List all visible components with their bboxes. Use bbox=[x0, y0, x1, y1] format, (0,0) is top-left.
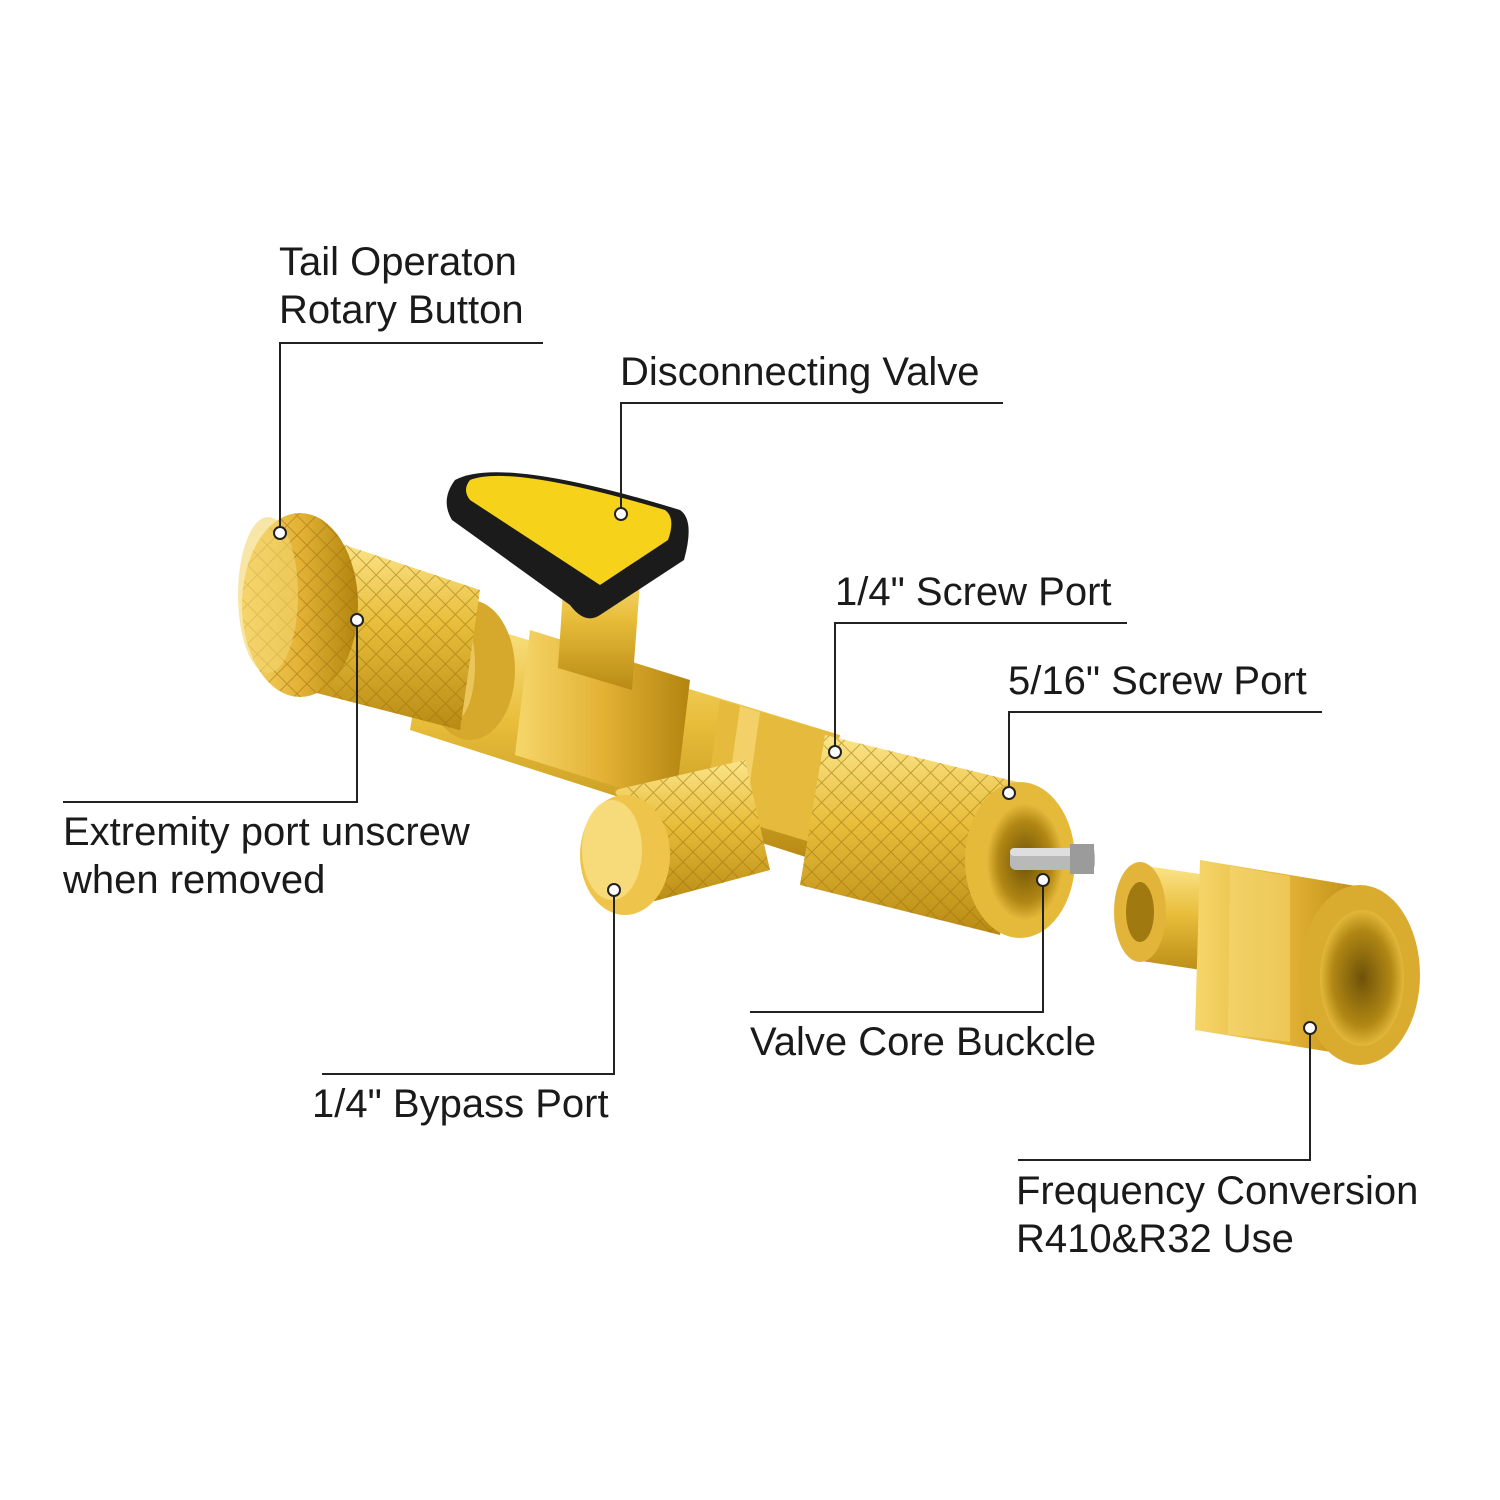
leader-screw-port-quarter bbox=[834, 622, 1127, 752]
label-tail-button-line2: Rotary Button bbox=[279, 288, 524, 332]
leader-frequency-conversion bbox=[1018, 1028, 1311, 1161]
conversion-adapter bbox=[1114, 860, 1420, 1065]
dot-screw-port-5-16 bbox=[1002, 786, 1016, 800]
label-screw-port-5-16-line1: 5/16" Screw Port bbox=[1008, 659, 1307, 703]
label-frequency-conversion-line1: Frequency Conversion bbox=[1016, 1169, 1419, 1213]
tee-block bbox=[515, 630, 690, 805]
label-bypass-port-line1: 1/4" Bypass Port bbox=[312, 1082, 609, 1126]
leader-tail-button bbox=[279, 342, 543, 533]
dot-bypass-port bbox=[607, 883, 621, 897]
label-extremity-port: Extremity port unscrew when removed bbox=[63, 808, 470, 904]
label-valve-core-buckle: Valve Core Buckcle bbox=[750, 1018, 1096, 1066]
label-frequency-conversion-line2: R410&R32 Use bbox=[1016, 1217, 1294, 1261]
tail-rotary-button bbox=[238, 513, 358, 697]
leader-valve-core bbox=[750, 880, 1044, 1013]
valve-handle bbox=[446, 472, 689, 619]
label-bypass-port: 1/4" Bypass Port bbox=[312, 1080, 609, 1128]
bypass-port-cap bbox=[580, 760, 770, 915]
label-disconnecting-valve: Disconnecting Valve bbox=[620, 348, 979, 396]
label-frequency-conversion: Frequency Conversion R410&R32 Use bbox=[1016, 1167, 1418, 1263]
label-tail-button-line1: Tail Operaton bbox=[279, 240, 517, 284]
callout-dots bbox=[273, 507, 1317, 1035]
valve-core-pin bbox=[1010, 844, 1095, 874]
label-extremity-port-line2: when removed bbox=[63, 858, 326, 902]
leader-extremity-port bbox=[63, 620, 358, 803]
leader-bypass-port bbox=[322, 890, 615, 1075]
leader-lines bbox=[63, 342, 1322, 1161]
label-disconnecting-valve-line1: Disconnecting Valve bbox=[620, 350, 980, 394]
dot-screw-port-quarter bbox=[828, 745, 842, 759]
label-valve-core-buckle-line1: Valve Core Buckcle bbox=[750, 1020, 1097, 1064]
label-tail-button: Tail Operaton Rotary Button bbox=[279, 238, 524, 334]
front-screw-nut bbox=[800, 735, 1075, 938]
dot-disconnecting-valve bbox=[614, 507, 628, 521]
dot-extremity-port bbox=[350, 613, 364, 627]
label-screw-port-quarter: 1/4" Screw Port bbox=[835, 568, 1112, 616]
leader-screw-port-5-16 bbox=[1008, 711, 1322, 793]
dot-tail-button bbox=[273, 526, 287, 540]
dot-valve-core bbox=[1036, 873, 1050, 887]
leader-disconnecting-valve bbox=[620, 402, 1003, 514]
dot-frequency-conversion bbox=[1303, 1021, 1317, 1035]
label-screw-port-5-16: 5/16" Screw Port bbox=[1008, 657, 1307, 705]
label-screw-port-quarter-line1: 1/4" Screw Port bbox=[835, 570, 1112, 614]
label-extremity-port-line1: Extremity port unscrew bbox=[63, 810, 470, 854]
